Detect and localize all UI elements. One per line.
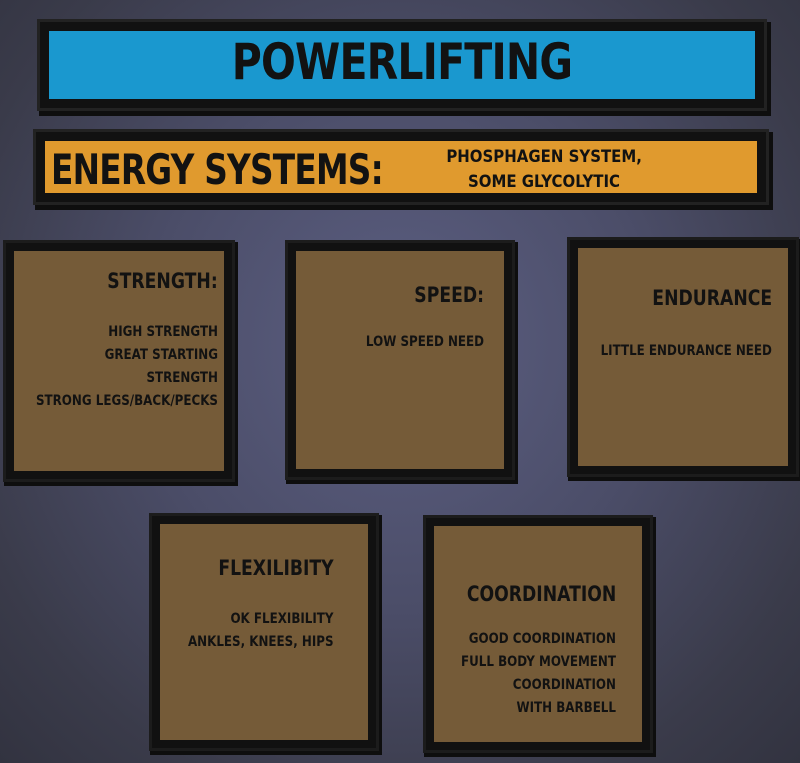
endurance-line: LITTLE ENDURANCE NEED — [600, 343, 772, 359]
endurance-card: ENDURANCE LITTLE ENDURANCE NEED — [570, 240, 796, 474]
speed-card: SPEED: LOW SPEED NEED — [288, 243, 512, 477]
flexibility-line: OK FLEXIBILITY — [230, 611, 334, 627]
flexibility-card: FLEXILIBITY OK FLEXIBILITY ANKLES, KNEES… — [152, 516, 376, 748]
coordination-description: GOOD COORDINATION FULL BODY MOVEMENT COO… — [461, 628, 616, 720]
flexibility-description: OK FLEXIBILITY ANKLES, KNEES, HIPS — [188, 608, 334, 654]
speed-description: LOW SPEED NEED — [366, 331, 484, 354]
coordination-line: GOOD COORDINATION — [468, 631, 616, 647]
coordination-card: COORDINATION GOOD COORDINATION FULL BODY… — [426, 518, 650, 750]
strength-line: STRONG LEGS/BACK/PECKS — [35, 393, 218, 409]
strength-description: HIGH STRENGTH GREAT STARTING STRENGTH ST… — [36, 321, 218, 413]
energy-systems-line: PHOSPHAGEN SYSTEM, — [446, 147, 642, 167]
strength-line: GREAT STARTING — [104, 347, 218, 363]
coordination-line: COORDINATION — [512, 677, 616, 693]
flexibility-line: ANKLES, KNEES, HIPS — [188, 634, 334, 650]
energy-systems-value: PHOSPHAGEN SYSTEM, SOME GLYCOLYTIC — [446, 145, 642, 195]
energy-systems-banner: ENERGY SYSTEMS: PHOSPHAGEN SYSTEM, SOME … — [36, 132, 766, 202]
speed-title: SPEED: — [414, 283, 484, 307]
energy-systems-line: SOME GLYCOLYTIC — [467, 172, 621, 192]
strength-title: STRENGTH: — [107, 269, 218, 293]
strength-line: HIGH STRENGTH — [108, 324, 218, 340]
speed-line: LOW SPEED NEED — [365, 334, 484, 350]
coordination-title: COORDINATION — [466, 582, 616, 606]
page-title: POWERLIFTING — [231, 33, 573, 91]
endurance-title: ENDURANCE — [652, 286, 772, 310]
flexibility-title: FLEXILIBITY — [218, 556, 334, 580]
endurance-description: LITTLE ENDURANCE NEED — [601, 340, 772, 363]
strength-card: STRENGTH: HIGH STRENGTH GREAT STARTING S… — [6, 243, 232, 479]
coordination-line: WITH BARBELL — [516, 700, 616, 716]
title-banner: POWERLIFTING — [40, 22, 764, 108]
coordination-line: FULL BODY MOVEMENT — [461, 654, 616, 670]
energy-systems-label: ENERGY SYSTEMS: — [51, 145, 384, 194]
strength-line: STRENGTH — [146, 370, 218, 386]
